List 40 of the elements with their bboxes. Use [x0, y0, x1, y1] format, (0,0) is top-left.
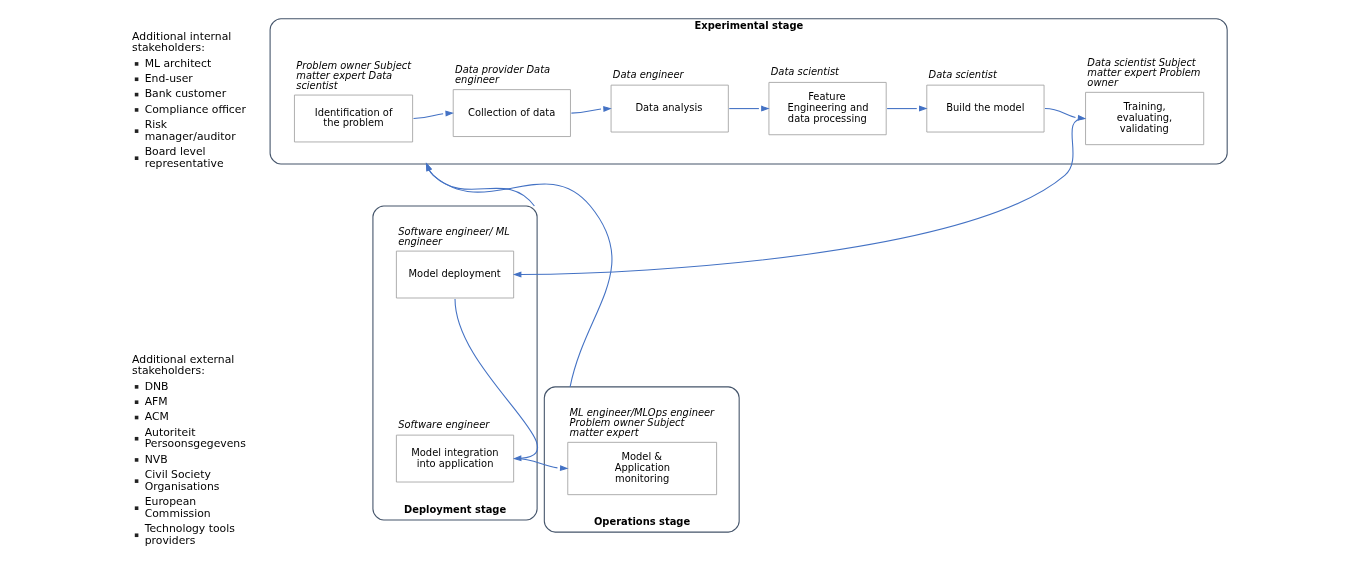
arrow — [570, 105, 612, 114]
label: Technology tools providers — [144, 522, 235, 547]
node-box: Training, evaluating, validating — [1085, 91, 1205, 146]
label: European Commission — [144, 495, 211, 520]
arrow — [454, 298, 538, 462]
label: Autoriteit Persoonsgegevens — [144, 425, 246, 451]
node-box: Build the model — [926, 84, 1045, 133]
label: Additional internal stakeholders: — [132, 29, 232, 55]
node-label: Problem owner Subject matter expert Data scientist — [296, 59, 412, 91]
arrow — [512, 117, 1086, 278]
label: NVB — [144, 452, 168, 466]
node-label: Data scientist Subject matter expert Problem owner — [1087, 57, 1201, 88]
node-box: Identification of the problem — [294, 94, 414, 143]
node-label: Data engineer — [612, 68, 684, 80]
arrow — [886, 105, 928, 112]
node-box: Feature Engineering and data processing — [768, 81, 887, 136]
label: ACM — [144, 410, 169, 424]
label: End-user — [144, 72, 193, 86]
label: Board level representative — [144, 145, 224, 170]
label: Additional external stakeholders: — [132, 352, 235, 378]
label: AFM — [144, 395, 168, 408]
label: ML architect — [144, 56, 212, 70]
label: Compliance officer — [144, 102, 246, 116]
label: Civil Society Organisations — [144, 468, 220, 493]
node-label: Data scientist — [770, 66, 839, 78]
label: DNB — [144, 379, 169, 393]
node-label: Software engineer — [398, 418, 490, 430]
label: Bank customer — [144, 87, 227, 101]
node-box: Model integration into application — [395, 434, 515, 483]
node-label: Software engineer/ ML engineer — [398, 225, 510, 247]
node-label: ML engineer/MLOps engineer Problem owner Subject matter expert — [569, 407, 715, 438]
node-label: Data provider Data engineer — [455, 64, 551, 86]
arrow — [412, 110, 454, 120]
node-box: Model deployment — [395, 250, 515, 299]
node-box: Model & Application monitoring — [567, 441, 718, 496]
arrow — [728, 105, 770, 112]
node-label: Data scientist — [928, 68, 997, 80]
node-box: Collection of data — [452, 89, 571, 137]
label: Risk manager/auditor — [144, 118, 236, 143]
node-box: Data analysis — [610, 84, 729, 133]
